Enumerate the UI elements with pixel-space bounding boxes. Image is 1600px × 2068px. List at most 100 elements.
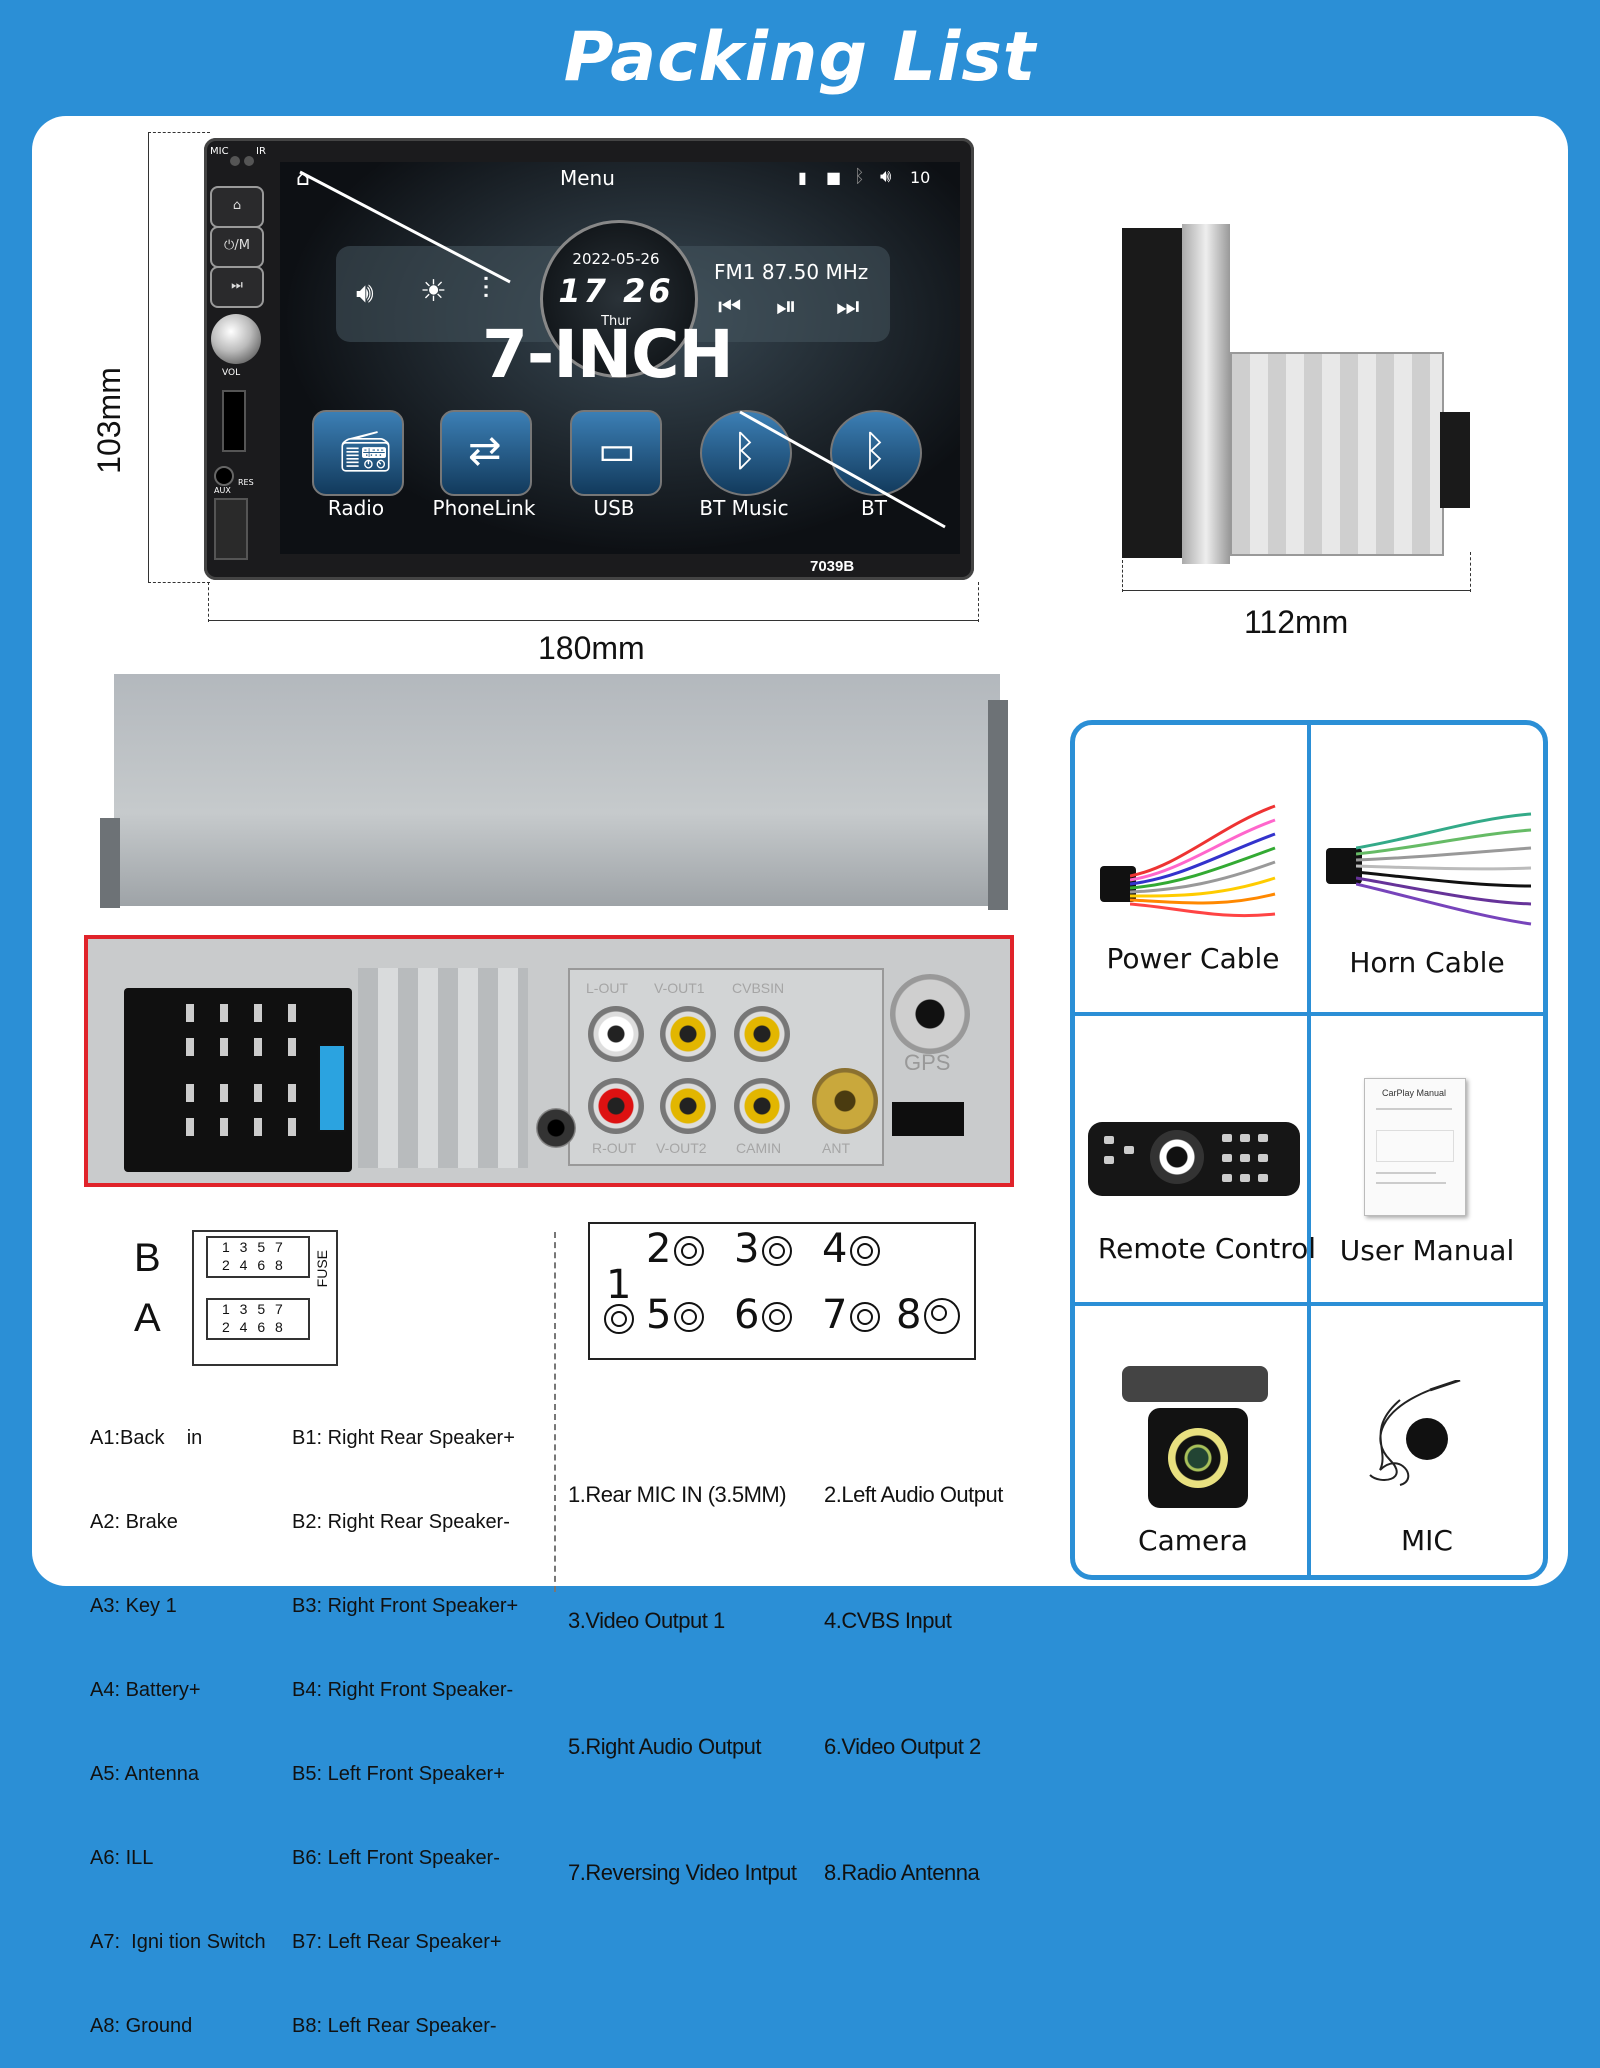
a-pin-list: A1:Back in A2: Brake A3: Key 1 A4: Batte… <box>90 1368 266 2068</box>
accessory-label: Camera <box>1138 1524 1248 1557</box>
home-icon[interactable]: ⌂ <box>296 166 310 191</box>
sd-card-slot[interactable] <box>222 390 246 452</box>
screen-size-badge: 7-INCH <box>482 316 734 393</box>
connector-pin <box>254 1004 262 1022</box>
app-label: PhoneLink <box>432 496 536 520</box>
chassis-flange <box>988 700 1008 910</box>
pin-item: B4: Right Front Speaker- <box>292 1679 514 1701</box>
clock-dial <box>540 220 698 378</box>
menu-label[interactable]: Menu <box>560 166 615 190</box>
connector-pin <box>254 1084 262 1102</box>
port-item: 1.Rear MIC IN (3.5MM) <box>568 1482 787 1507</box>
reset-label: RES <box>238 478 254 487</box>
rca-port-diagram <box>588 1222 976 1360</box>
accessory-label: MIC <box>1401 1524 1453 1557</box>
radio-frequency: FM1 87.50 MHz <box>714 260 869 284</box>
heat-vents <box>358 968 528 1168</box>
radio-icon: 📻︎ <box>340 429 391 475</box>
date-display: 2022-05-26 <box>572 250 660 268</box>
gps-jack[interactable] <box>890 974 970 1054</box>
manual-line <box>1376 1172 1436 1174</box>
side-view-chassis <box>1230 352 1444 556</box>
rca-cvbs-in[interactable] <box>734 1006 790 1062</box>
lavalier-mic <box>1406 1418 1448 1460</box>
rear-mic-jack[interactable] <box>536 1108 576 1148</box>
app-bt-music[interactable]: ᛒ <box>700 410 792 496</box>
app-usb[interactable]: ▭ <box>570 410 662 496</box>
row-a-label: A <box>134 1296 161 1340</box>
port-item: 8.Radio Antenna <box>824 1860 980 1885</box>
side-view-rear-plate <box>1440 412 1470 508</box>
user-manual-booklet <box>1364 1078 1466 1216</box>
pin-item: A1:Back in <box>90 1427 203 1449</box>
rear-slot <box>892 1102 964 1136</box>
connector-pin <box>288 1084 296 1102</box>
port-ring <box>674 1236 704 1266</box>
chassis-top <box>114 674 1000 906</box>
port-number: 6 <box>734 1292 760 1338</box>
port-ring <box>762 1236 792 1266</box>
power-mode-button[interactable]: ⏻/M <box>210 226 264 268</box>
app-phonelink[interactable]: ⇄ <box>440 410 532 496</box>
dimension-line <box>1122 560 1123 592</box>
connector-pin <box>220 1118 228 1136</box>
iso-row-b: 1 3 5 7 2 4 6 8 <box>206 1236 310 1278</box>
rca-video-out-1[interactable] <box>660 1006 716 1062</box>
port-item: 7.Reversing Video Intput <box>568 1860 797 1885</box>
port-item: 6.Video Output 2 <box>824 1734 981 1759</box>
mic-hole-label: MIC <box>210 146 229 157</box>
home-button[interactable]: ⌂ <box>210 186 264 228</box>
port-label: V-OUT1 <box>654 980 705 996</box>
pin-item: B8: Left Rear Speaker- <box>292 2015 497 2037</box>
volume-icon[interactable]: 🔊︎ <box>356 276 374 309</box>
horn-cable-wires <box>1356 812 1532 926</box>
pin-item: B1: Right Rear Speaker+ <box>292 1427 515 1449</box>
pin-numbers: 2 4 6 8 <box>222 1319 286 1335</box>
fuse <box>318 1044 346 1132</box>
app-radio[interactable]: 📻︎ <box>312 410 404 496</box>
rca-camera-in[interactable] <box>734 1078 790 1134</box>
dimension-line <box>208 582 209 622</box>
aux-jack[interactable] <box>214 466 234 486</box>
gps-label: GPS <box>904 1050 951 1075</box>
usb-icon: ■ <box>826 168 842 187</box>
accessory-label: Power Cable <box>1106 942 1280 975</box>
connector-pin <box>220 1038 228 1056</box>
rca-left-audio-out[interactable] <box>588 1006 644 1062</box>
port-number: 1 <box>606 1262 632 1308</box>
iso-connector <box>124 988 352 1172</box>
phonelink-icon: ⇄ <box>468 428 502 474</box>
chassis-flange <box>100 818 120 908</box>
port-ring <box>924 1298 960 1334</box>
antenna-jack[interactable] <box>812 1068 878 1134</box>
equalizer-icon[interactable]: ⫶ <box>482 272 490 307</box>
side-view-bezel <box>1182 224 1230 564</box>
remote-button <box>1240 1174 1250 1182</box>
time-display: 17 26 <box>558 272 674 310</box>
volume-knob[interactable] <box>211 314 261 364</box>
accessory-label: Remote Control <box>1097 1232 1317 1265</box>
app-bt[interactable]: ᛒ <box>830 410 922 496</box>
next-button[interactable]: ⏭ <box>210 266 264 308</box>
play-pause-icon[interactable]: ⏯ <box>776 292 797 322</box>
dimension-line <box>1122 590 1470 591</box>
port-list-right: 2.Left Audio Output 4.CVBS Input 6.Video… <box>824 1390 1003 1936</box>
rca-right-audio-out[interactable] <box>588 1078 644 1134</box>
mic-cable <box>1369 1380 1461 1486</box>
rca-video-out-2[interactable] <box>660 1078 716 1134</box>
pin-item: B6: Left Front Speaker- <box>292 1847 500 1869</box>
brightness-icon[interactable]: ☀ <box>420 274 447 309</box>
pin-numbers: 2 4 6 8 <box>222 1257 286 1273</box>
rca-port-plate <box>568 968 884 1166</box>
port-label: CAMIN <box>736 1140 782 1156</box>
next-track-icon[interactable]: ⏭ <box>836 292 860 322</box>
next-track-icon: ⏭ <box>231 278 243 293</box>
model-number: 7039B <box>810 558 855 575</box>
app-label: USB <box>593 496 635 520</box>
depth-dimension: 112mm <box>1244 604 1349 640</box>
dimension-line <box>208 620 978 621</box>
bluetooth-icon: ᛒ <box>732 426 758 475</box>
usb-port[interactable] <box>214 498 248 560</box>
prev-track-icon[interactable]: ⏮ <box>718 292 742 322</box>
height-dimension: 103mm <box>90 367 127 474</box>
